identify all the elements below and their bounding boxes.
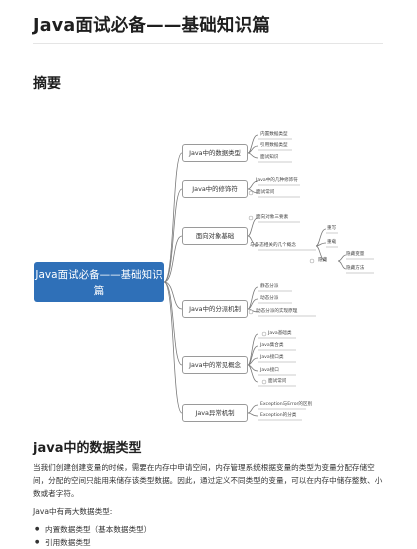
mindmap-leaf: Java集合类 bbox=[260, 343, 284, 348]
mindmap-leaf: 面试知识 bbox=[260, 155, 279, 160]
mindmap-branch-concepts: Java中的常见概念 bbox=[182, 356, 248, 374]
mindmap-leaf: 引用数据类型 bbox=[260, 143, 288, 148]
mindmap-branch-oop: 面向对象基础 bbox=[182, 227, 248, 245]
mindmap-leaf: Java中的几种修饰符 bbox=[256, 178, 298, 183]
page-title: Java面试必备——基础知识篇 bbox=[33, 16, 271, 36]
mindmap-branch-exceptions: Java异常机制 bbox=[182, 404, 248, 422]
section-heading-summary: 摘要 bbox=[33, 76, 61, 92]
list-item: 引用数据类型 bbox=[33, 536, 151, 549]
mindmap-leaf: 与多态相关的几个概念 bbox=[250, 243, 296, 248]
mindmap-leaf: 面试常问 bbox=[268, 379, 287, 384]
mindmap-leaf: 动态分派的实现原理 bbox=[256, 309, 298, 314]
body-paragraph: Java中有两大数据类型: bbox=[33, 507, 113, 516]
mindmap-leaf: Java接口类 bbox=[260, 355, 284, 360]
mindmap-leaf: 动态分派 bbox=[260, 296, 279, 301]
mindmap-leaf: 重载 bbox=[327, 240, 337, 245]
mindmap-leaf: 静态分派 bbox=[260, 284, 279, 289]
mindmap-leaf: 面试常问 bbox=[256, 190, 275, 195]
mindmap-leaf: Exception与Error的区别 bbox=[260, 402, 313, 407]
section-heading-datatypes: java中的数据类型 bbox=[33, 441, 142, 456]
mindmap-leaf: 面向对象三要素 bbox=[256, 215, 289, 220]
mindmap-leaf: Java接口 bbox=[260, 368, 279, 373]
mindmap-leaf: 隐藏 bbox=[318, 258, 328, 263]
body-paragraph: 当我们创建创建变量的时候，需要在内存中申请空间，内存管理系统根据变量的类型为变量… bbox=[33, 463, 383, 498]
mindmap-connectors bbox=[163, 134, 374, 421]
mindmap-branch-modifiers: Java中的修饰符 bbox=[182, 180, 248, 198]
mindmap-leaf: 重写 bbox=[327, 226, 337, 231]
datatype-list: 内置数据类型（基本数据类型） 引用数据类型 bbox=[33, 523, 151, 549]
mindmap-diagram: Java面试必备——基础知识篇 Java中的数据类型 Java中的修饰符 面向对… bbox=[0, 118, 417, 430]
list-item: 内置数据类型（基本数据类型） bbox=[33, 523, 151, 536]
mindmap-leaf: 内置数据类型 bbox=[260, 132, 288, 137]
mindmap-leaf: Java基础类 bbox=[268, 331, 292, 336]
mindmap-branch-datatypes: Java中的数据类型 bbox=[182, 144, 248, 162]
mindmap-leaf: 隐藏方法 bbox=[346, 266, 365, 271]
mindmap-leaf: Exception的分类 bbox=[260, 413, 297, 418]
title-divider bbox=[33, 43, 383, 44]
mindmap-root-node: Java面试必备——基础知识篇 bbox=[34, 262, 164, 302]
mindmap-leaf: 隐藏变量 bbox=[346, 252, 365, 257]
mindmap-branch-dispatch: Java中的分派机制 bbox=[182, 300, 248, 318]
